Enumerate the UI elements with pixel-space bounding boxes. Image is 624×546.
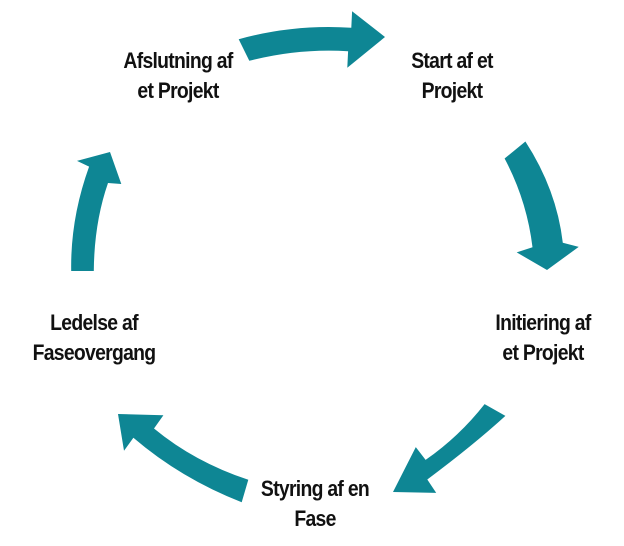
stage-label-afslut-line-1: Afslutning af xyxy=(123,48,233,73)
stage-label-ledelse: Ledelse af Faseovergang xyxy=(24,308,165,368)
arrow-styring-to-ledelse-icon xyxy=(118,414,249,503)
stage-label-start-line-1: Start af et xyxy=(411,48,493,73)
stage-label-ledelse-line-2: Faseovergang xyxy=(32,340,157,365)
stage-label-styring-line-2: Fase xyxy=(294,506,336,531)
stage-label-styring: Styring af en Fase xyxy=(240,474,390,534)
stage-label-init-line-1: Initiering af xyxy=(495,310,591,335)
arrow-afslut-to-start-icon xyxy=(238,11,385,68)
stage-label-styring-line-1: Styring af en xyxy=(260,476,370,501)
stage-label-start-line-2: Projekt xyxy=(421,78,483,103)
arrow-start-to-init-icon xyxy=(504,141,579,270)
stage-label-ledelse-line-1: Ledelse af xyxy=(50,310,138,335)
arrow-ledelse-to-afslut-icon xyxy=(71,152,122,271)
stage-label-afslut-line-2: et Projekt xyxy=(137,78,219,103)
stage-label-start: Start af et Projekt xyxy=(382,46,523,106)
stage-label-init-line-2: et Projekt xyxy=(502,340,584,365)
stage-label-init: Initiering af et Projekt xyxy=(468,308,618,368)
arrow-init-to-styring-icon xyxy=(393,404,506,493)
stage-label-afslut: Afslutning af et Projekt xyxy=(108,46,249,106)
